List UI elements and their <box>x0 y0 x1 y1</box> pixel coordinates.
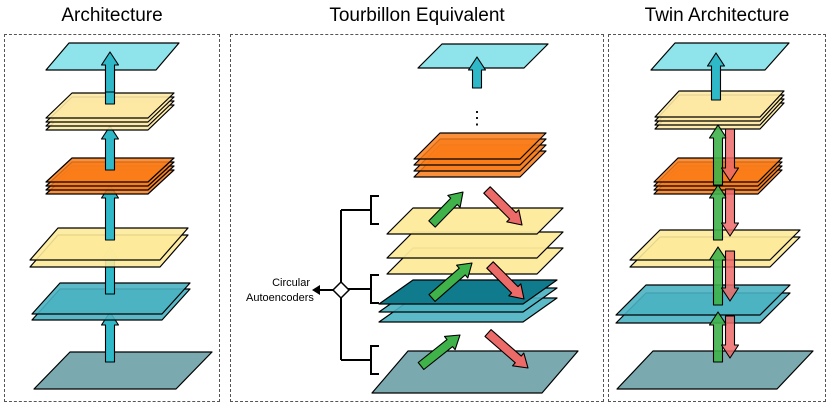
pale-yellow-layer <box>654 90 785 118</box>
light-yellow-layer <box>629 229 801 261</box>
circular-label: Circular <box>272 277 310 289</box>
up-arrow <box>467 56 487 89</box>
green-arrow <box>708 246 728 306</box>
pale-yellow-layer <box>45 92 175 119</box>
arrow-left-icon <box>312 285 320 295</box>
bracket-brace <box>370 345 379 375</box>
green-arrow <box>428 262 473 302</box>
bracket-brace <box>370 274 379 304</box>
red-arrow <box>484 329 529 369</box>
architecture-stack <box>29 42 213 390</box>
architecture-panel <box>4 34 220 402</box>
diamond-icon <box>331 280 351 300</box>
tourbillon-title: Tourbillon Equivalent <box>329 5 505 26</box>
up-arrow <box>100 51 120 93</box>
bracket-brace <box>370 195 379 225</box>
red-arrow <box>720 250 740 302</box>
red-arrow <box>486 261 525 300</box>
twin-architecture-panel <box>608 34 826 402</box>
teal-layer <box>31 282 191 315</box>
autoencoders-label: Autoencoders <box>246 292 314 304</box>
architecture-title: Architecture <box>61 5 163 26</box>
up-arrow <box>100 125 120 171</box>
up-arrow <box>706 52 726 101</box>
base-layer <box>616 350 814 390</box>
red-arrow <box>720 188 740 237</box>
light-yellow-layer <box>386 207 564 235</box>
red-arrow <box>720 128 740 182</box>
twin-architecture-title: Twin Architecture <box>644 5 790 26</box>
green-arrow <box>708 184 728 241</box>
tourbillon-panel <box>230 34 604 402</box>
light-yellow-layer <box>386 231 564 259</box>
output-layer <box>650 42 790 71</box>
autoencoder-bracket <box>312 195 379 375</box>
tourbillon-stack <box>371 43 579 394</box>
light-yellow-layer <box>29 227 189 261</box>
ellipsis-mark: ⋮ <box>468 108 486 128</box>
output-layer <box>417 43 549 69</box>
red-arrow <box>720 315 740 359</box>
twin-architecture-stack <box>615 42 814 390</box>
teal-layer <box>615 284 791 316</box>
red-arrow <box>483 186 523 226</box>
orange-layer <box>413 132 547 160</box>
base-layer <box>33 351 213 390</box>
green-arrow <box>428 191 464 228</box>
green-arrow <box>417 334 461 371</box>
base-layer <box>371 350 579 394</box>
green-arrow <box>708 311 728 363</box>
